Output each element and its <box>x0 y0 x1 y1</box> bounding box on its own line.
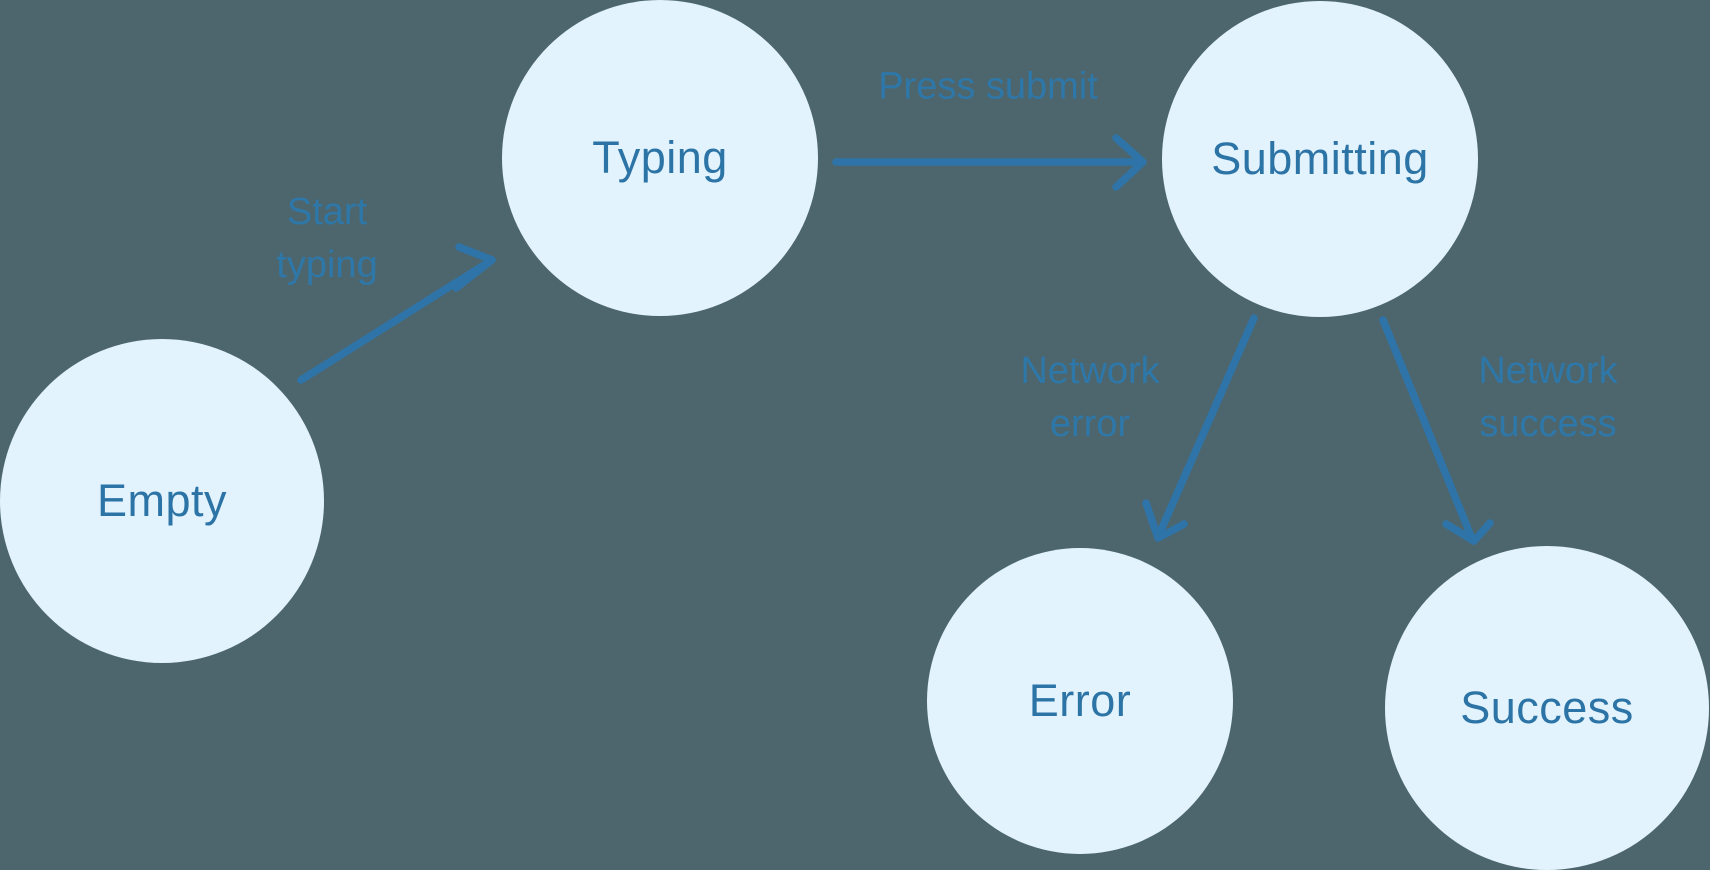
state-node-typing-label: Typing <box>592 132 728 183</box>
edge-label-line: success <box>1479 403 1617 445</box>
state-node-submitting-label: Submitting <box>1211 133 1429 184</box>
state-node-error-label: Error <box>1028 675 1132 726</box>
edge-label-line: error <box>1049 403 1131 445</box>
edge-submitting-to-success[interactable] <box>1379 316 1494 545</box>
state-node-success[interactable]: Success <box>1385 546 1709 870</box>
state-node-empty[interactable]: Empty <box>0 339 324 663</box>
edge-typing-to-submitting[interactable] <box>832 134 1147 191</box>
state-node-error[interactable]: Error <box>927 548 1233 854</box>
edge-label-line: Start <box>286 191 368 233</box>
edge-label-network-success[interactable]: Network success <box>1478 345 1617 451</box>
edge-label-press-submit[interactable]: Press submit <box>878 61 1098 114</box>
edge-submitting-to-error-shaft[interactable] <box>1154 314 1258 541</box>
edge-empty-to-typing-shaft[interactable] <box>297 256 496 384</box>
edge-submitting-to-error-arrowhead-icon <box>1142 499 1188 542</box>
edge-empty-to-typing-arrowhead-icon <box>452 243 496 292</box>
edge-label-network-error[interactable]: Network error <box>1020 345 1159 451</box>
edge-label-start-typing[interactable]: Start typing <box>276 186 377 292</box>
state-node-success-label: Success <box>1460 682 1634 733</box>
edge-label-line: Network <box>1020 350 1160 392</box>
edge-label-line: Press submit <box>878 65 1098 108</box>
state-node-typing[interactable]: Typing <box>502 0 818 316</box>
edge-submitting-to-error[interactable] <box>1142 314 1258 542</box>
edge-label-line: Network <box>1478 350 1618 392</box>
edge-submitting-to-success-arrowhead-icon <box>1442 519 1494 545</box>
edge-label-line: typing <box>276 244 378 286</box>
edge-empty-to-typing[interactable] <box>297 243 496 384</box>
state-node-submitting[interactable]: Submitting <box>1162 1 1478 317</box>
edge-submitting-to-success-shaft[interactable] <box>1379 316 1477 545</box>
edge-typing-to-submitting-arrowhead-icon <box>1112 134 1147 191</box>
state-node-empty-label: Empty <box>96 475 228 526</box>
